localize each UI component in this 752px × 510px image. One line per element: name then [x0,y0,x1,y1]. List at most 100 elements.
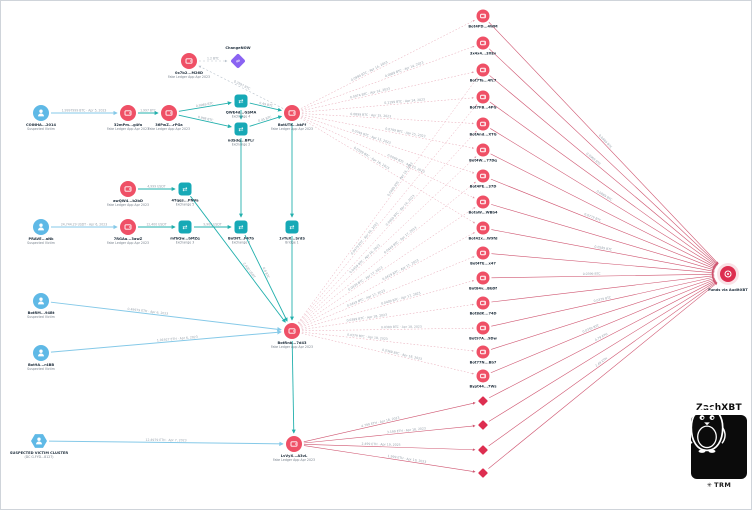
node-label-primary: BotNT...F47b [228,237,254,241]
node-label-secondary: Bridge 1 [285,241,298,245]
edge-d3-t1 [488,281,717,447]
wallet-icon [480,121,486,127]
edge-r10-t1 [491,253,715,274]
person-icon [39,349,43,353]
node-d2[interactable] [478,420,488,430]
node-label-primary: ChangeNOW [225,46,250,50]
node-v5[interactable]: SUSPECTED VICTIM CLUSTER(DC G.FYD...8127… [10,434,69,459]
node-r7[interactable]: Bot4PE...37D [470,169,497,189]
node-label-primary: QWE4d...GSMA [226,111,257,115]
edge-label: 0.0369 BTC · Apr 18, 2023 [382,348,423,361]
edge-label: 0.0969 BTC [585,152,601,166]
exchange-icon: ⇄ [238,98,243,105]
edge-label: 0.0379 BTC · Apr 18, 2023 [347,333,388,341]
node-d3[interactable] [478,445,488,455]
edge-wc1-r2 [301,45,475,110]
edge-e6-wc2 [190,195,286,323]
target-icon [724,270,732,278]
node-label-primary: BotRnb...7d43 [278,341,307,345]
wallet-icon [483,302,485,304]
wallet-icon [480,13,486,19]
edge-wc2-r14 [301,331,474,352]
node-r15[interactable]: Bypt44...7Ws [469,369,497,389]
node-t1[interactable]: Funds via AuditXBT [708,263,748,292]
edge-wc2-r7 [299,181,476,325]
edge-r12-t1 [491,274,715,303]
edge-e4-wc2 [244,234,288,322]
wallet-icon [190,60,192,62]
edge-wc2-r13 [301,327,474,332]
node-label-secondary: Suspected Victim [27,127,55,131]
node-r4[interactable]: Bot7FB...4PG [470,90,497,110]
edge-label: 4,999 USDT [147,185,165,189]
node-r9[interactable]: Bot42x...W9fd [469,221,498,241]
edge-label: 0.0589 BTC [594,245,612,252]
wallet-icon [124,224,132,230]
node-d1[interactable] [478,396,488,406]
node-r1[interactable]: Bot4PD...4WM [468,9,498,29]
edge-r5-t1 [490,128,717,267]
node-r3[interactable]: Bot7Ta...4fc7 [470,63,497,83]
node-label-primary: 32mPm...g4fa [114,123,143,127]
exchange-icon: ⇄ [238,126,243,133]
edge-wc1-r1 [300,20,475,109]
wallet-icon [480,199,486,205]
penguin-box [688,406,747,479]
node-r11[interactable]: Bot84v...BbDf [469,271,497,291]
node-r5[interactable]: BotAnd...XTG [469,117,497,137]
exchange-icon: ⇄ [182,186,187,193]
edge-label: 0.998 BTC [197,115,213,122]
exchange-icon: ⇄ [238,224,243,231]
node-d4[interactable] [478,468,488,478]
edge-label: 4.799 ETH · Apr 18, 2023 [361,416,400,429]
node-r10[interactable]: Bot4TE...x47 [470,246,496,266]
edge-label: 0.0399 BTC · Apr 18, 2023 [346,313,387,323]
edge-label: 12.4979 ETH · Apr 7, 2023 [145,438,186,442]
node-r13[interactable]: Bot97A...9Dw [469,321,498,341]
edge-r8-t1 [491,204,715,271]
edge-label: 0.8 BTC [262,267,271,279]
node-label-secondary: Fake Ledger App Apr 2023 [107,203,149,207]
person-icon [36,441,42,445]
edge-wc3-d3 [303,444,476,452]
node-r8[interactable]: BotaW...WBb4 [469,195,498,215]
wallet-icon [483,69,485,71]
node-p1[interactable]: ⇄ChangeNOW [225,46,251,69]
node-label-secondary: Fake Ledger App Apr 2023 [107,127,149,131]
node-label-primary: awQW4...b2bD [113,199,143,203]
node-r12[interactable]: Bot8dK...74D [470,296,497,316]
wallet-icon [480,67,486,73]
wallet-icon [288,328,296,334]
edge-label: 1.999 ETH · Apr 19, 2023 [387,454,426,464]
node-label-secondary: Fake Ledger App Apr 2023 [271,345,313,349]
wallet-icon [483,277,485,279]
person-icon [39,109,43,113]
node-r14[interactable]: Bot77N...Bb7 [470,345,497,365]
edge-r13-t1 [491,276,715,327]
edge-label: 1.91927 ETH · Apr 6, 2023 [157,335,198,343]
node-label-secondary: Exchange 5 [176,203,195,207]
node-r2[interactable]: 3x4x4...3XEv [470,36,497,56]
edge-wc2-wc3 [291,340,296,434]
node-r6[interactable]: Bot4W...77Dq [469,143,497,163]
